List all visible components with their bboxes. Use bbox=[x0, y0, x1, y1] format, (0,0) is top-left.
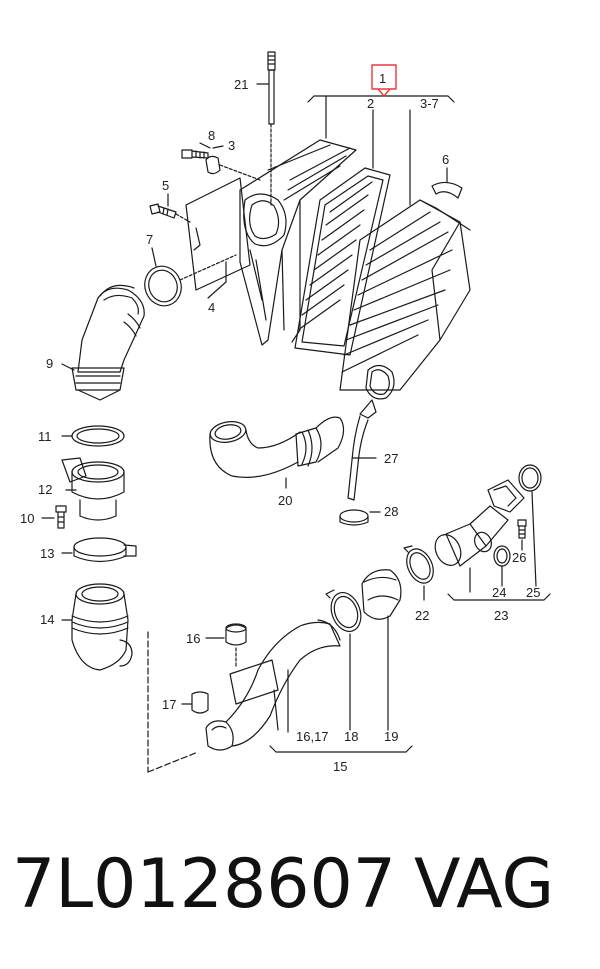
air-duct-15 bbox=[205, 619, 341, 751]
highlight-label-1[interactable] bbox=[371, 64, 397, 97]
air-filter-housing-upper bbox=[339, 199, 471, 400]
brand-text: VAG bbox=[414, 845, 555, 924]
bolt-5 bbox=[149, 193, 191, 223]
seal-11 bbox=[61, 425, 125, 447]
part-number-text: 7L0128607 bbox=[12, 845, 396, 924]
label-26[interactable]: 26 bbox=[512, 550, 526, 565]
label-16[interactable]: 16 bbox=[186, 631, 200, 646]
clamp-28 bbox=[339, 509, 381, 526]
bolt-26 bbox=[517, 519, 527, 551]
clip-6 bbox=[431, 167, 463, 199]
callout-bracket-15 bbox=[269, 745, 413, 753]
label-1[interactable]: 1 bbox=[379, 71, 386, 86]
label-19[interactable]: 19 bbox=[384, 729, 398, 744]
label-3-7[interactable]: 3-7 bbox=[420, 96, 439, 111]
product-caption: 7L0128607 VAG bbox=[0, 835, 600, 945]
seal-24 bbox=[493, 545, 511, 587]
label-8[interactable]: 8 bbox=[208, 128, 215, 143]
label-16-17[interactable]: 16,17 bbox=[296, 729, 329, 744]
callout-bracket-top bbox=[307, 95, 455, 206]
exploded-view-drawing: 1 2 3-7 21 8 3 6 5 7 4 9 11 12 10 13 14 … bbox=[20, 51, 551, 774]
stud-21 bbox=[256, 51, 276, 206]
label-27[interactable]: 27 bbox=[384, 451, 398, 466]
grommet-3 bbox=[205, 145, 261, 181]
label-13[interactable]: 13 bbox=[40, 546, 54, 561]
mass-air-flow-sensor-12 bbox=[61, 457, 125, 521]
grommet-16 bbox=[205, 623, 247, 669]
hose-27 bbox=[347, 399, 377, 501]
bolt-8 bbox=[181, 142, 211, 159]
label-3[interactable]: 3 bbox=[228, 138, 235, 153]
label-20[interactable]: 20 bbox=[278, 493, 292, 508]
air-filter-housing-lower bbox=[239, 139, 357, 346]
label-11[interactable]: 11 bbox=[38, 429, 52, 444]
seal-25 bbox=[518, 464, 542, 587]
label-14[interactable]: 14 bbox=[40, 612, 54, 627]
label-15[interactable]: 15 bbox=[333, 759, 347, 774]
bracket-4 bbox=[185, 177, 251, 299]
label-28[interactable]: 28 bbox=[384, 504, 398, 519]
label-10[interactable]: 10 bbox=[20, 511, 34, 526]
grommet-17 bbox=[181, 691, 209, 714]
label-5[interactable]: 5 bbox=[162, 178, 169, 193]
hose-20 bbox=[209, 416, 345, 489]
bolt-10 bbox=[41, 505, 67, 529]
intake-hose-9 bbox=[61, 284, 145, 401]
callout-bracket-23 bbox=[447, 593, 551, 601]
clamp-22 bbox=[403, 545, 434, 601]
intake-pipe-14 bbox=[61, 583, 133, 671]
label-9[interactable]: 9 bbox=[46, 356, 53, 371]
label-25[interactable]: 25 bbox=[526, 585, 540, 600]
label-2[interactable]: 2 bbox=[367, 96, 374, 111]
intake-connector-23 bbox=[434, 479, 525, 593]
callout-labels: 1 2 3-7 21 8 3 6 5 7 4 9 11 12 10 13 14 … bbox=[20, 71, 540, 774]
label-17[interactable]: 17 bbox=[162, 697, 176, 712]
label-22[interactable]: 22 bbox=[415, 608, 429, 623]
label-7[interactable]: 7 bbox=[146, 232, 153, 247]
label-24[interactable]: 24 bbox=[492, 585, 506, 600]
label-23[interactable]: 23 bbox=[494, 608, 508, 623]
hose-19 bbox=[361, 569, 402, 731]
filter-element-2 bbox=[294, 167, 391, 356]
label-4[interactable]: 4 bbox=[208, 300, 215, 315]
label-6[interactable]: 6 bbox=[442, 152, 449, 167]
label-12[interactable]: 12 bbox=[38, 482, 52, 497]
parts-diagram: 1 2 3-7 21 8 3 6 5 7 4 9 11 12 10 13 14 … bbox=[20, 51, 551, 774]
clamp-13 bbox=[61, 537, 137, 563]
leader-lines-left bbox=[147, 631, 199, 773]
clamp-18 bbox=[325, 589, 362, 731]
label-21[interactable]: 21 bbox=[234, 77, 248, 92]
seal-7 bbox=[144, 247, 237, 307]
label-18[interactable]: 18 bbox=[344, 729, 358, 744]
